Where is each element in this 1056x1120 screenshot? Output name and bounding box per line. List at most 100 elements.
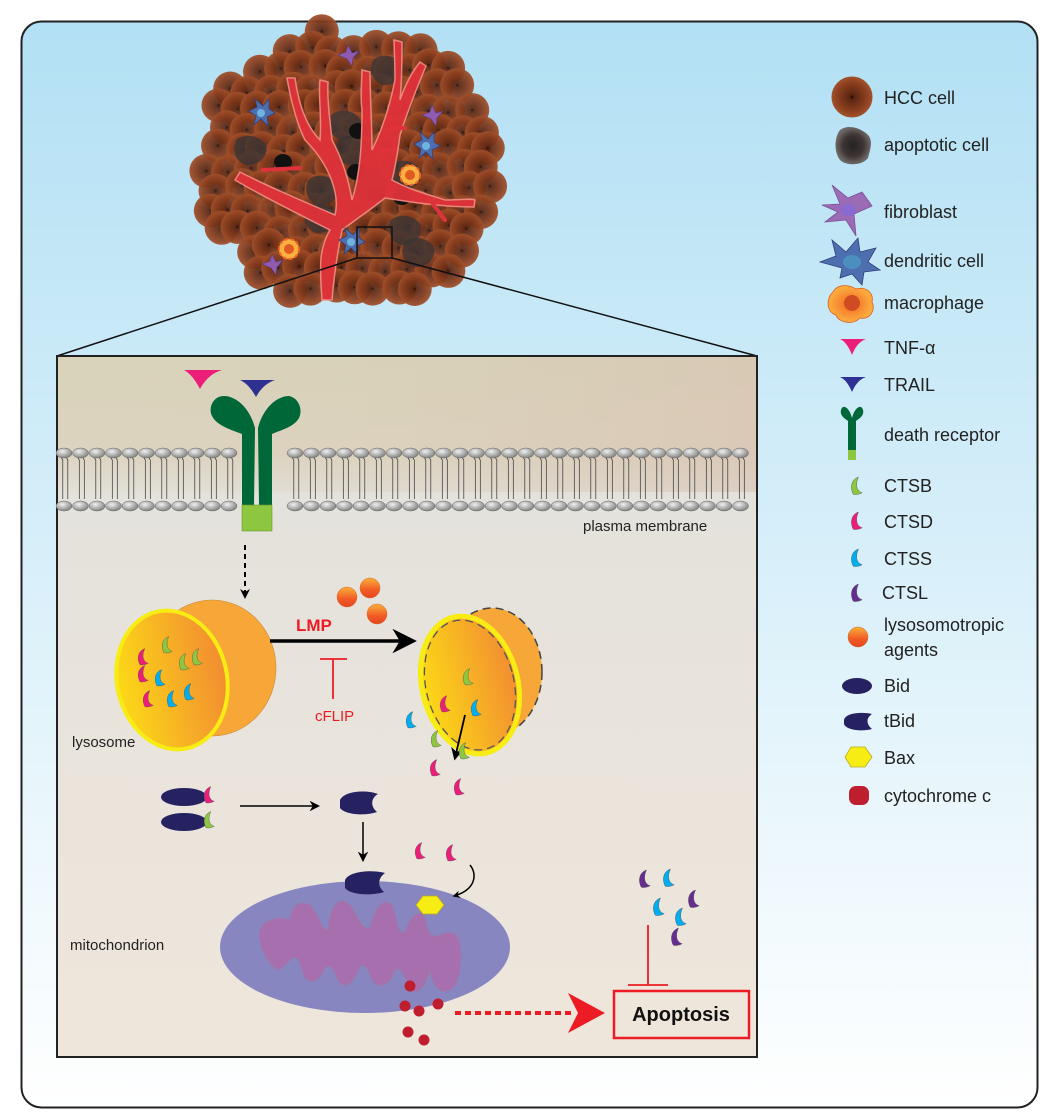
cytochrome-c-release	[399, 980, 444, 1046]
hcc-cell	[440, 68, 475, 103]
intact-lysosome	[114, 599, 277, 752]
hcc-cell	[201, 128, 236, 163]
lipid-head-outer	[567, 447, 584, 459]
apoptosis-label: Apoptosis	[632, 1004, 730, 1026]
hcc-cell-icon	[831, 76, 873, 118]
legend-label: death receptor	[884, 425, 1000, 445]
apoptosis-box: Apoptosis	[612, 989, 751, 1040]
legend-label: lysosomotropic	[884, 615, 1004, 635]
lipid-head-inner	[550, 500, 568, 512]
bid-cleavage	[161, 786, 378, 863]
lipid-head-inner	[583, 500, 601, 512]
lipid-head-inner	[319, 500, 337, 512]
legend-label: cytochrome c	[884, 786, 991, 806]
lipid-head-inner	[303, 500, 320, 512]
lipid-head-inner	[649, 500, 667, 512]
lipid-head-outer	[550, 447, 568, 459]
legend-item-dendritic-cell: dendritic cell	[818, 237, 984, 286]
legend-item-fibroblast: fibroblast	[821, 184, 957, 237]
legend-label: TNF-α	[884, 338, 935, 358]
fibroblast	[337, 44, 360, 67]
lipid-head-outer	[336, 447, 353, 459]
apoptosis-inhibition	[628, 925, 668, 986]
lipid-head-outer	[121, 447, 139, 459]
cytochrome-c	[418, 1034, 430, 1046]
lipid-head-outer	[402, 447, 419, 459]
mitochondrion	[220, 871, 510, 1013]
apoptotic-cell	[402, 237, 435, 268]
tbid-molecule	[340, 791, 378, 815]
bid-molecule	[161, 788, 207, 806]
apoptotic-cell	[306, 175, 339, 206]
lipid-head-outer	[369, 447, 386, 459]
tbid-icon	[844, 712, 872, 731]
legend-item-death-receptor: death receptor	[840, 406, 1000, 460]
legend-item-tnf-alpha: TNF-α	[840, 338, 935, 358]
lipid-head-outer	[204, 447, 221, 459]
cytochrome-c	[399, 1000, 411, 1012]
legend-item-trail: TRAIL	[840, 375, 935, 395]
bax-molecule	[415, 895, 445, 915]
legend-label: Bid	[884, 676, 910, 696]
lipid-head-outer	[138, 447, 155, 459]
legend-label: CTSD	[884, 512, 933, 532]
fibroblast	[421, 104, 444, 127]
lipid-head-inner	[666, 500, 683, 512]
apoptotic-cell-icon	[835, 127, 871, 165]
legend-item-cytochrome-c: cytochrome c	[849, 786, 991, 806]
zoom-region-box	[356, 226, 393, 259]
lipid-head-outer	[154, 447, 172, 459]
vessel-branch	[261, 166, 302, 172]
lipid-head-outer	[171, 447, 188, 459]
legend-item-apoptotic-cell: apoptotic cell	[835, 127, 989, 165]
lipid-head-inner	[55, 500, 73, 512]
lipid-head-outer	[303, 447, 320, 459]
lipid-head-inner	[732, 500, 749, 512]
tnf-alpha-icon	[840, 339, 866, 355]
lipid-head-outer	[517, 447, 535, 459]
trail-icon	[840, 377, 866, 392]
lipid-head-outer	[732, 447, 749, 459]
legend-label: CTSL	[882, 583, 928, 603]
hcc-cell	[355, 271, 390, 306]
lipid-head-inner	[204, 500, 221, 512]
plasma-membrane-label: plasma membrane	[583, 518, 707, 535]
lipid-head-inner	[600, 500, 617, 512]
legend-item-macrophage: macrophage	[827, 285, 984, 323]
lipid-head-outer	[319, 447, 337, 459]
lipid-head-inner	[385, 500, 403, 512]
zoom-line-left	[56, 257, 358, 357]
lipid-head-outer	[666, 447, 683, 459]
zoom-line-right	[391, 257, 758, 357]
legend-item-ctsd: CTSD	[851, 511, 933, 532]
permeabilized-lysosome	[417, 607, 543, 761]
legend-label: macrophage	[884, 293, 984, 313]
apoptotic-body	[274, 154, 292, 170]
lipid-head-inner	[121, 500, 139, 512]
legend-label: CTSB	[884, 476, 932, 496]
cflip-inhibition	[320, 658, 347, 699]
lipid-head-outer	[583, 447, 601, 459]
legend-label: Bax	[884, 748, 915, 768]
lipid-head-inner	[418, 500, 436, 512]
fibroblast-icon	[821, 184, 873, 237]
cytochrome-c	[413, 1005, 425, 1017]
lipid-head-outer	[385, 447, 403, 459]
plasma-membrane-bilayer	[55, 447, 749, 512]
lipid-head-outer	[55, 447, 73, 459]
lysosomotropic-agent-icon	[847, 626, 869, 648]
lipid-head-outer	[286, 447, 304, 459]
lipid-head-inner	[352, 500, 370, 512]
apoptotic-cell	[389, 215, 422, 246]
lipid-head-inner	[534, 500, 551, 512]
legend-item-hcc-cell: HCC cell	[831, 76, 955, 118]
lipid-head-outer	[633, 447, 650, 459]
lipid-head-inner	[715, 500, 733, 512]
bid-icon	[842, 678, 872, 694]
mitochondrion-label: mitochondrion	[70, 937, 164, 954]
lipid-head-inner	[484, 500, 502, 512]
legend-label: fibroblast	[884, 202, 957, 222]
lipid-head-inner	[699, 500, 716, 512]
lipid-head-outer	[418, 447, 436, 459]
